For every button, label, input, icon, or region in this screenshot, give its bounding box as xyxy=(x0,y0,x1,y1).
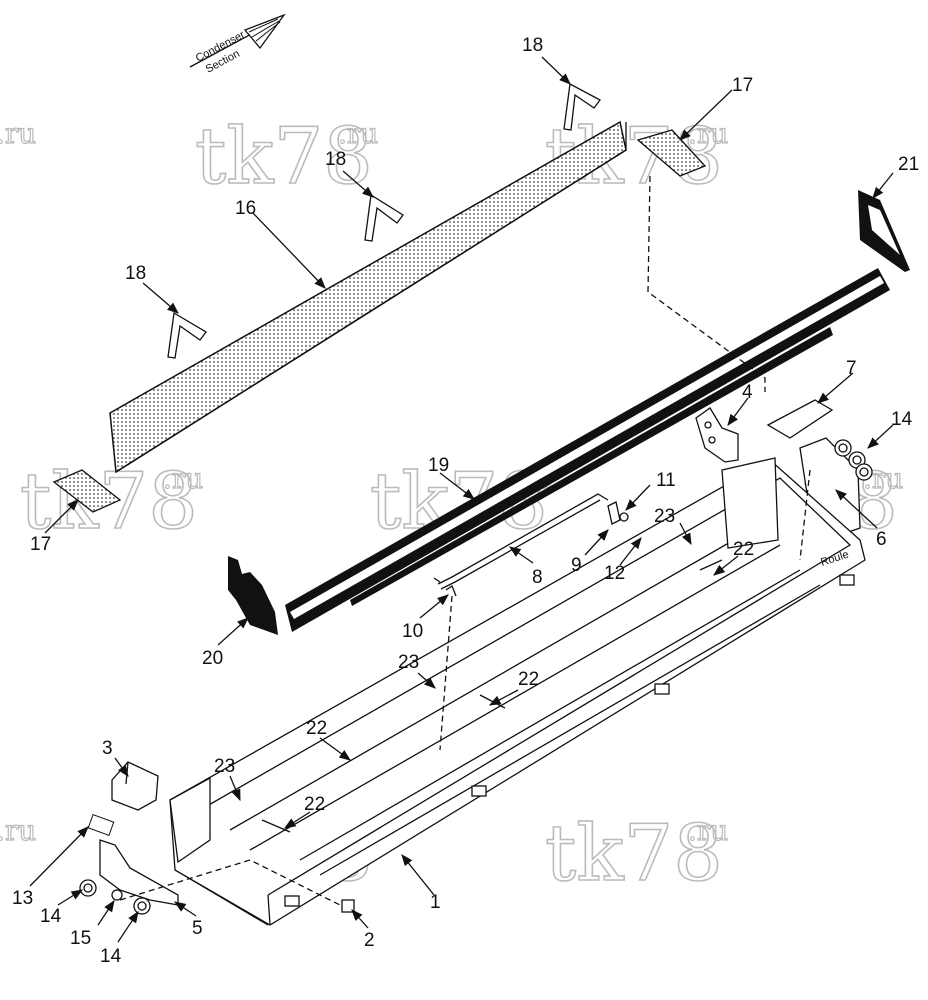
callout-9: 9 xyxy=(571,555,582,576)
callout-16: 16 xyxy=(235,198,256,219)
callout-5: 5 xyxy=(192,918,203,939)
callout-23-right: 23 xyxy=(654,506,675,527)
callout-23-center: 23 xyxy=(398,652,419,673)
callout-18-left: 18 xyxy=(125,263,146,284)
watermark-7: tk78 .ru xyxy=(544,808,729,900)
callout-14-left: 14 xyxy=(40,906,62,927)
callout-leaders xyxy=(29,56,894,943)
callout-18-middle: 18 xyxy=(325,149,346,170)
part-4-bracket xyxy=(695,407,739,463)
callout-22-lower: 22 xyxy=(304,794,325,815)
svg-text:.ru: .ru xyxy=(0,117,36,150)
callout-numbers: 18 17 18 16 18 21 19 17 4 7 14 6 11 23 2… xyxy=(12,35,919,967)
callout-20: 20 xyxy=(202,648,223,669)
callout-4: 4 xyxy=(742,382,753,403)
callout-19: 19 xyxy=(428,455,449,476)
part-10-clip xyxy=(445,585,457,597)
callout-22-left: 22 xyxy=(306,718,327,739)
callout-13: 13 xyxy=(12,888,33,909)
svg-text:.ru: .ru xyxy=(163,462,203,495)
callout-11: 11 xyxy=(656,470,676,491)
part-20-end-piece xyxy=(228,556,278,635)
callout-21: 21 xyxy=(898,154,919,175)
part-17-pad-top xyxy=(636,129,707,177)
callout-10: 10 xyxy=(402,621,423,642)
callout-3: 3 xyxy=(102,738,113,759)
callout-23-left: 23 xyxy=(214,756,235,777)
part-14-bearings-right xyxy=(834,439,873,481)
part-18-clip-middle xyxy=(364,193,404,242)
part-2-fastener xyxy=(341,899,355,913)
svg-text:.ru: .ru xyxy=(688,117,728,150)
condenser-direction-arrow: Condenser Section xyxy=(189,13,286,76)
svg-text:tk78: tk78 xyxy=(195,112,373,202)
svg-text:.ru: .ru xyxy=(338,117,378,150)
callout-7: 7 xyxy=(846,358,857,379)
part-13-label-tag xyxy=(87,814,115,836)
part-14-bearing-left-1 xyxy=(79,879,97,897)
callout-12: 12 xyxy=(604,563,625,584)
svg-text:.ru: .ru xyxy=(688,814,728,847)
callout-14-bottom: 14 xyxy=(100,946,122,967)
callout-6: 6 xyxy=(876,529,887,550)
part-15-washer xyxy=(111,889,123,901)
callout-18-top: 18 xyxy=(522,35,543,56)
part-11-nut xyxy=(619,512,629,522)
assembly-guide-lines xyxy=(119,175,811,906)
callout-2: 2 xyxy=(364,930,375,951)
part-16-mesh-panel xyxy=(109,120,627,474)
callout-17-left: 17 xyxy=(30,534,51,555)
watermark-edge-left-top: .ru xyxy=(0,116,37,150)
part-1-base-frame: Roule xyxy=(169,457,866,926)
watermark-edge-left-bottom: .ru xyxy=(0,813,37,847)
part-17-pad-left xyxy=(52,469,122,513)
part-3-bracket xyxy=(111,761,159,811)
callout-22-right: 22 xyxy=(733,539,754,560)
callout-17-top: 17 xyxy=(732,75,753,96)
callout-1: 1 xyxy=(430,892,441,913)
part-8-rod xyxy=(433,493,609,590)
svg-text:tk78: tk78 xyxy=(545,809,723,899)
part-7-cover-plate xyxy=(766,399,834,439)
callout-8: 8 xyxy=(532,567,543,588)
part-14-bearing-left-2 xyxy=(133,897,151,915)
part-19-long-rail xyxy=(285,268,890,632)
part-18-clip-left xyxy=(167,311,207,359)
watermark-1: tk78 .ru xyxy=(194,111,379,203)
part-21-end-plate xyxy=(858,190,910,272)
callout-22-center: 22 xyxy=(518,669,539,690)
callout-15: 15 xyxy=(70,928,91,949)
part-9-bracket xyxy=(607,501,621,525)
callout-14-right: 14 xyxy=(891,409,913,430)
svg-text:.ru: .ru xyxy=(0,814,36,847)
